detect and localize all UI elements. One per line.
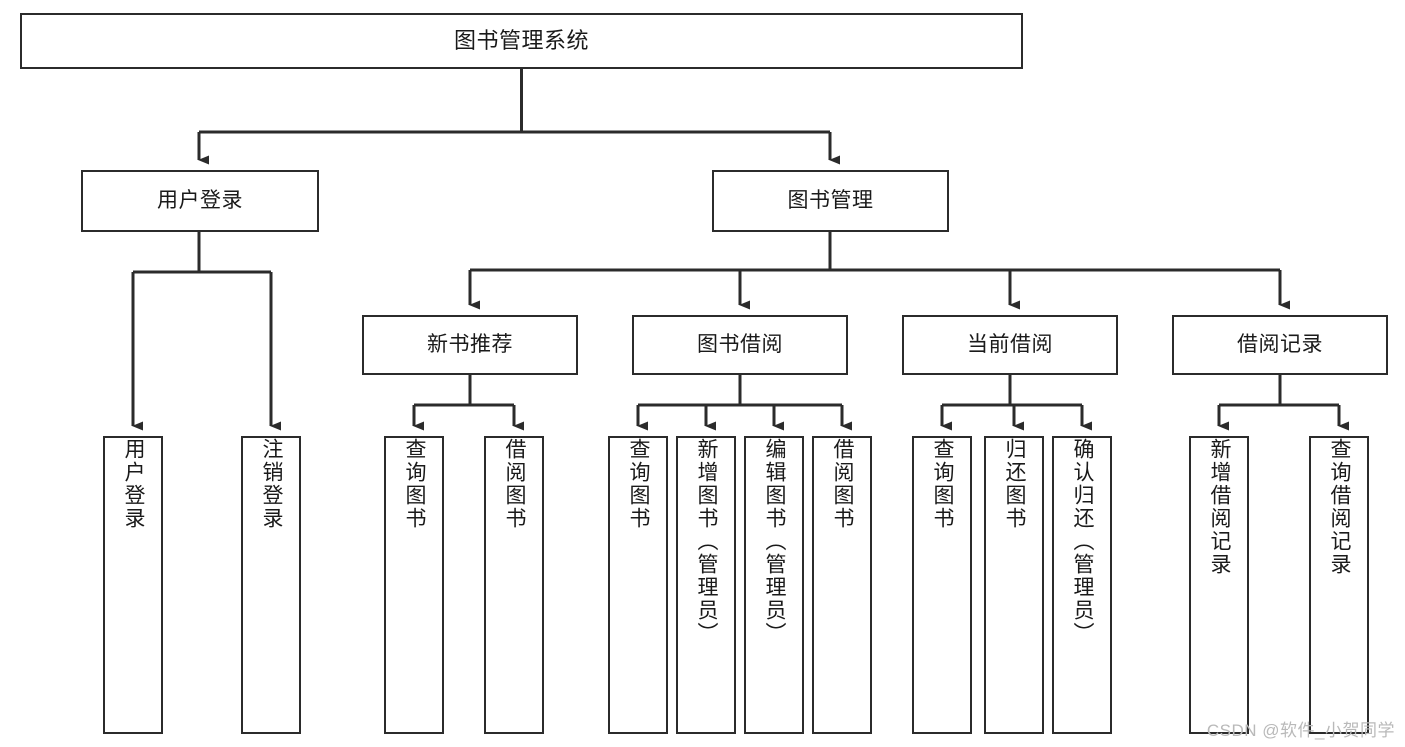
node-leaf-current-confirm-return[interactable]: 确认归还（管理员） (1052, 436, 1112, 734)
node-leaf-record-query-label: 查询借阅记录 (1328, 438, 1352, 576)
node-leaf-borrow-edit-book[interactable]: 编辑图书（管理员） (744, 436, 804, 734)
node-user-login-label: 用户登录 (157, 188, 243, 212)
node-leaf-current-query-book-label: 查询图书 (931, 438, 955, 530)
node-root-label: 图书管理系统 (453, 28, 589, 54)
node-new-book-recommend-label: 新书推荐 (427, 332, 513, 356)
node-root[interactable]: 图书管理系统 (20, 13, 1023, 69)
node-leaf-user-logout[interactable]: 注销登录 (241, 436, 301, 734)
node-leaf-borrow-borrow-book-label: 借阅图书 (831, 438, 855, 530)
watermark-text: CSDN @软件_小贺同学 (1206, 721, 1395, 740)
node-borrow-record-label: 借阅记录 (1237, 332, 1323, 356)
node-user-login[interactable]: 用户登录 (81, 170, 319, 232)
node-leaf-recommend-borrow-book[interactable]: 借阅图书 (484, 436, 544, 734)
node-book-manage[interactable]: 图书管理 (712, 170, 949, 232)
node-new-book-recommend[interactable]: 新书推荐 (362, 315, 578, 375)
node-leaf-borrow-add-book[interactable]: 新增图书（管理员） (676, 436, 736, 734)
node-book-borrow-label: 图书借阅 (697, 332, 783, 356)
node-leaf-user-login-label: 用户登录 (122, 438, 146, 530)
node-leaf-borrow-add-book-label: 新增图书（管理员） (695, 438, 719, 645)
node-book-borrow[interactable]: 图书借阅 (632, 315, 848, 375)
node-leaf-current-query-book[interactable]: 查询图书 (912, 436, 972, 734)
node-leaf-borrow-query-book[interactable]: 查询图书 (608, 436, 668, 734)
node-leaf-current-return-book-label: 归还图书 (1003, 438, 1027, 530)
node-leaf-record-add[interactable]: 新增借阅记录 (1189, 436, 1249, 734)
node-leaf-record-query[interactable]: 查询借阅记录 (1309, 436, 1369, 734)
node-leaf-user-logout-label: 注销登录 (260, 438, 284, 530)
node-leaf-current-return-book[interactable]: 归还图书 (984, 436, 1044, 734)
node-current-borrow-label: 当前借阅 (967, 332, 1053, 356)
node-leaf-borrow-edit-book-label: 编辑图书（管理员） (763, 438, 787, 645)
node-leaf-recommend-borrow-book-label: 借阅图书 (503, 438, 527, 530)
node-book-manage-label: 图书管理 (787, 188, 874, 212)
node-leaf-borrow-borrow-book[interactable]: 借阅图书 (812, 436, 872, 734)
node-current-borrow[interactable]: 当前借阅 (902, 315, 1118, 375)
node-leaf-record-add-label: 新增借阅记录 (1208, 438, 1232, 576)
node-leaf-borrow-query-book-label: 查询图书 (627, 438, 651, 530)
node-leaf-recommend-query-book[interactable]: 查询图书 (384, 436, 444, 734)
node-leaf-recommend-query-book-label: 查询图书 (403, 438, 427, 530)
node-leaf-current-confirm-return-label: 确认归还（管理员） (1071, 438, 1095, 645)
node-leaf-user-login[interactable]: 用户登录 (103, 436, 163, 734)
node-borrow-record[interactable]: 借阅记录 (1172, 315, 1388, 375)
